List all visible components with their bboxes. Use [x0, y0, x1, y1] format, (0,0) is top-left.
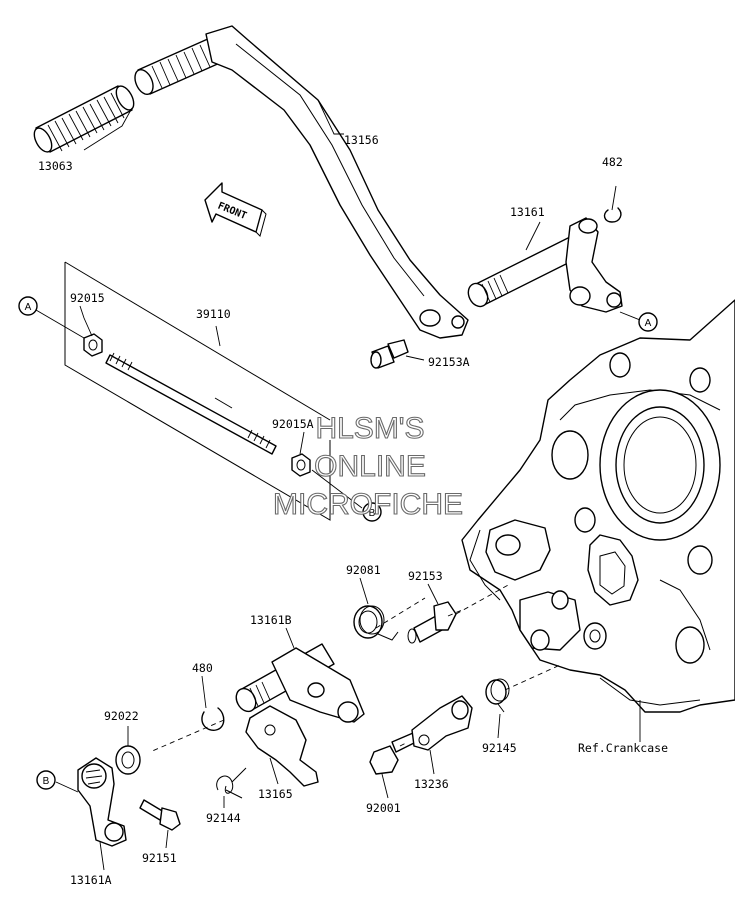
label-92081: 92081 [346, 563, 381, 577]
label-13165: 13165 [258, 787, 293, 801]
watermark-line-3: MICROFICHE [273, 488, 463, 521]
shift-shaft-13161 [467, 217, 623, 313]
pedal-rubber-13063 [33, 85, 135, 153]
label-92145: 92145 [482, 741, 517, 755]
marker-a-right: A [638, 312, 658, 332]
watermark-line-2: ONLINE [314, 450, 426, 483]
label-92144: 92144 [206, 811, 241, 825]
label-92015A: 92015A [272, 417, 314, 431]
shift-pedal-13156 [134, 25, 469, 339]
marker-a-left-label: A [25, 302, 32, 313]
marker-a-left: A [18, 296, 38, 316]
nut-92015 [83, 333, 103, 357]
watermark: HLSM'S ONLINE MICROFICHE [272, 411, 463, 521]
label-13236: 13236 [414, 777, 449, 791]
bolt-92151 [139, 799, 181, 831]
label-13161A: 13161A [70, 873, 112, 887]
label-ref-crankcase: Ref.Crankcase [578, 741, 668, 755]
front-arrow: FRONT [204, 182, 267, 237]
label-92153A: 92153A [428, 355, 470, 369]
marker-a-right-label: A [645, 318, 652, 329]
shift-shaft-13161B [235, 643, 365, 723]
label-482: 482 [602, 155, 623, 169]
label-92015: 92015 [70, 291, 105, 305]
marker-b-top-label: B [369, 508, 376, 519]
label-92153: 92153 [408, 569, 443, 583]
guide-plate-13165 [245, 705, 319, 787]
leader-lines [35, 99, 641, 871]
label-480: 480 [192, 661, 213, 675]
label-13161: 13161 [510, 205, 545, 219]
watermark-line-1: HLSM'S [315, 412, 424, 445]
nut-92015A [291, 453, 311, 477]
circlip-482 [603, 207, 622, 223]
marker-b-bottom-label: B [43, 776, 50, 787]
label-92151: 92151 [142, 851, 177, 865]
marker-b-top: B [362, 502, 382, 522]
crankcase [461, 299, 735, 713]
spring-92145 [485, 678, 510, 713]
part-labels: 13063 13156 482 13161 92015 39110 92153A… [38, 133, 668, 887]
circlip-480 [201, 707, 225, 731]
bolt-92153A [370, 339, 409, 369]
lever-13161A [77, 757, 127, 847]
bolt-92153 [407, 601, 457, 644]
marker-b-bottom: B [36, 770, 56, 790]
label-13161B: 13161B [250, 613, 292, 627]
label-92001: 92001 [366, 801, 401, 815]
label-39110: 39110 [196, 307, 231, 321]
label-13063: 13063 [38, 159, 73, 173]
washer-92022 [115, 745, 141, 775]
stopper-lever-13236 [411, 695, 473, 751]
spring-92144 [216, 767, 247, 799]
spring-92081 [353, 605, 399, 641]
tie-rod-39110 [64, 261, 331, 521]
label-92022: 92022 [104, 709, 139, 723]
label-13156: 13156 [344, 133, 379, 147]
